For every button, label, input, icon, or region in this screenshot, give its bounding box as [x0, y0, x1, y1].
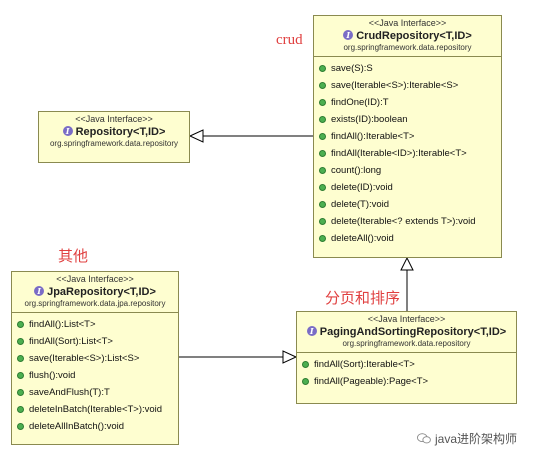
public-method-icon	[319, 133, 326, 140]
watermark: java进阶架构师	[417, 430, 517, 447]
method-list: findAll(Sort):Iterable<T> findAll(Pageab…	[297, 353, 516, 391]
method-item: save(S):S	[319, 60, 501, 77]
method-item: deleteInBatch(Iterable<T>):void	[17, 401, 178, 418]
interface-icon: I	[34, 286, 45, 296]
package-name: org.springframework.data.repository	[343, 43, 472, 52]
method-item: delete(Iterable<? extends T>):void	[319, 213, 501, 230]
method-item: deleteAll():void	[319, 230, 501, 247]
method-item: findAll(Pageable):Page<T>	[302, 373, 516, 390]
public-method-icon	[319, 99, 326, 106]
public-method-icon	[319, 184, 326, 191]
public-method-icon	[319, 65, 326, 72]
interface-name: JpaRepository<T,ID>	[47, 286, 156, 298]
public-method-icon	[17, 423, 24, 430]
method-item: delete(T):void	[319, 196, 501, 213]
public-method-icon	[319, 116, 326, 123]
label-paging-sorting: 分页和排序	[325, 291, 401, 307]
public-method-icon	[17, 372, 24, 379]
method-item: save(Iterable<S>):Iterable<S>	[319, 77, 501, 94]
method-item: findAll(Iterable<ID>):Iterable<T>	[319, 145, 501, 162]
method-item: findOne(ID):T	[319, 94, 501, 111]
stereotype: <<Java Interface>>	[368, 18, 447, 28]
public-method-icon	[17, 389, 24, 396]
method-item: flush():void	[17, 367, 178, 384]
stereotype: <<Java Interface>>	[75, 114, 153, 124]
method-item: deleteAllInBatch():void	[17, 418, 178, 435]
label-crud: crud	[276, 32, 303, 48]
public-method-icon	[302, 378, 309, 385]
public-method-icon	[17, 321, 24, 328]
method-item: saveAndFlush(T):T	[17, 384, 178, 401]
watermark-text: java进阶架构师	[435, 432, 518, 446]
method-item: findAll(Sort):List<T>	[17, 333, 178, 350]
public-method-icon	[319, 218, 326, 225]
public-method-icon	[319, 235, 326, 242]
interface-name: CrudRepository<T,ID>	[356, 30, 472, 42]
public-method-icon	[319, 201, 326, 208]
package-name: org.springframework.data.repository	[49, 139, 179, 148]
interface-name: PagingAndSortingRepository<T,ID>	[319, 326, 507, 338]
interface-icon: I	[343, 30, 354, 40]
arrowhead-repository	[188, 129, 204, 143]
stereotype: <<Java Interface>>	[367, 314, 446, 324]
method-item: findAll():List<T>	[17, 316, 178, 333]
package-name: org.springframework.data.repository	[342, 339, 471, 348]
public-method-icon	[17, 355, 24, 362]
method-item: findAll():Iterable<T>	[319, 128, 501, 145]
interface-name: Repository<T,ID>	[75, 126, 166, 138]
arrowhead-crud	[400, 256, 414, 271]
public-method-icon	[17, 406, 24, 413]
public-method-icon	[319, 167, 326, 174]
public-method-icon	[302, 361, 309, 368]
interface-icon: I	[62, 126, 73, 136]
method-item: findAll(Sort):Iterable<T>	[302, 356, 516, 373]
package-name: org.springframework.data.jpa.repository	[24, 299, 166, 308]
method-item: count():long	[319, 162, 501, 179]
public-method-icon	[319, 150, 326, 157]
arrowhead-paging	[282, 350, 298, 364]
method-item: exists(ID):boolean	[319, 111, 501, 128]
stereotype: <<Java Interface>>	[56, 274, 134, 284]
method-item: save(Iterable<S>):List<S>	[17, 350, 178, 367]
public-method-icon	[17, 338, 24, 345]
public-method-icon	[319, 82, 326, 89]
method-list: save(S):S save(Iterable<S>):Iterable<S> …	[314, 57, 501, 248]
method-list: findAll():List<T> findAll(Sort):List<T> …	[12, 313, 178, 436]
label-other: 其他	[58, 249, 89, 265]
method-item: delete(ID):void	[319, 179, 501, 196]
wechat-icon	[417, 433, 431, 444]
interface-icon: I	[306, 326, 317, 336]
